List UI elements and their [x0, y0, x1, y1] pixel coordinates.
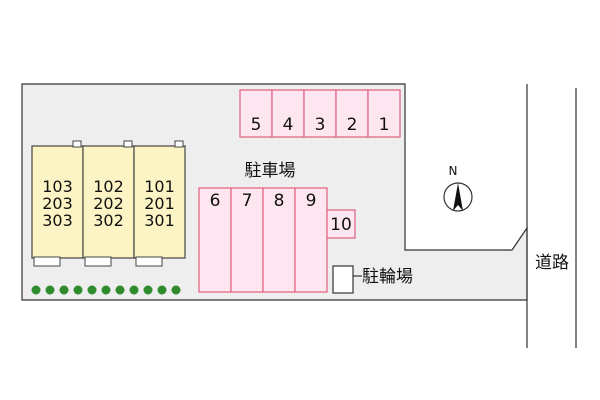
parking-space-7: 7: [230, 187, 264, 293]
parking-space-number: 10: [330, 215, 352, 235]
unit-number: 203: [42, 194, 73, 213]
parking-space-10: 10: [326, 209, 356, 239]
unit-number: 303: [42, 211, 73, 230]
parking-space-number: 2: [347, 115, 358, 135]
parking-space-number: 8: [274, 191, 285, 211]
parking-space-8: 8: [262, 187, 296, 293]
unit-number: 302: [93, 211, 124, 230]
hedge-shrub: [31, 285, 41, 295]
hedge-shrub: [73, 285, 83, 295]
parking-space-number: 9: [306, 191, 317, 211]
parking-space-9: 9: [294, 187, 328, 293]
parking-space-number: 4: [283, 115, 294, 135]
hedge-shrub: [171, 285, 181, 295]
parking-space-5: 5: [239, 89, 273, 138]
parking-space-6: 6: [198, 187, 232, 293]
hedge-shrub: [59, 285, 69, 295]
unit-number: 102: [93, 177, 124, 196]
north-label: N: [449, 164, 458, 178]
parking-space-number: 5: [251, 115, 262, 135]
parking-space-3: 3: [303, 89, 337, 138]
parking-space-number: 7: [242, 191, 253, 211]
parking-row-top: 5 4 3 2 1: [239, 89, 401, 138]
unit-number: 301: [144, 211, 175, 230]
unit-number: 201: [144, 194, 175, 213]
parking-space-1: 1: [367, 89, 401, 138]
hedge-shrub: [87, 285, 97, 295]
unit-number: 101: [144, 177, 175, 196]
north-arrow-icon: N: [443, 164, 473, 212]
hedge-shrub: [129, 285, 139, 295]
hedge-shrub: [157, 285, 167, 295]
hedge-row: [31, 285, 181, 295]
unit-number: 103: [42, 177, 73, 196]
hedge-shrub: [101, 285, 111, 295]
hedge-shrub: [143, 285, 153, 295]
parking-space-number: 1: [379, 115, 390, 135]
road-label: 道路: [535, 253, 569, 273]
parking-space-number: 3: [315, 115, 326, 135]
parking-row-bottom: 6 7 8 9: [198, 187, 328, 293]
bicycle-parking-area: [332, 265, 354, 294]
hedge-shrub: [115, 285, 125, 295]
bicycle-parking-label: 駐輪場: [362, 267, 413, 287]
parking-space-2: 2: [335, 89, 369, 138]
hedge-shrub: [45, 285, 55, 295]
unit-number: 202: [93, 194, 124, 213]
parking-lot-label: 駐車場: [245, 161, 296, 181]
parking-space-4: 4: [271, 89, 305, 138]
bicycle-parking: 駐輪場: [332, 265, 413, 294]
parking-space-number: 6: [210, 191, 221, 211]
